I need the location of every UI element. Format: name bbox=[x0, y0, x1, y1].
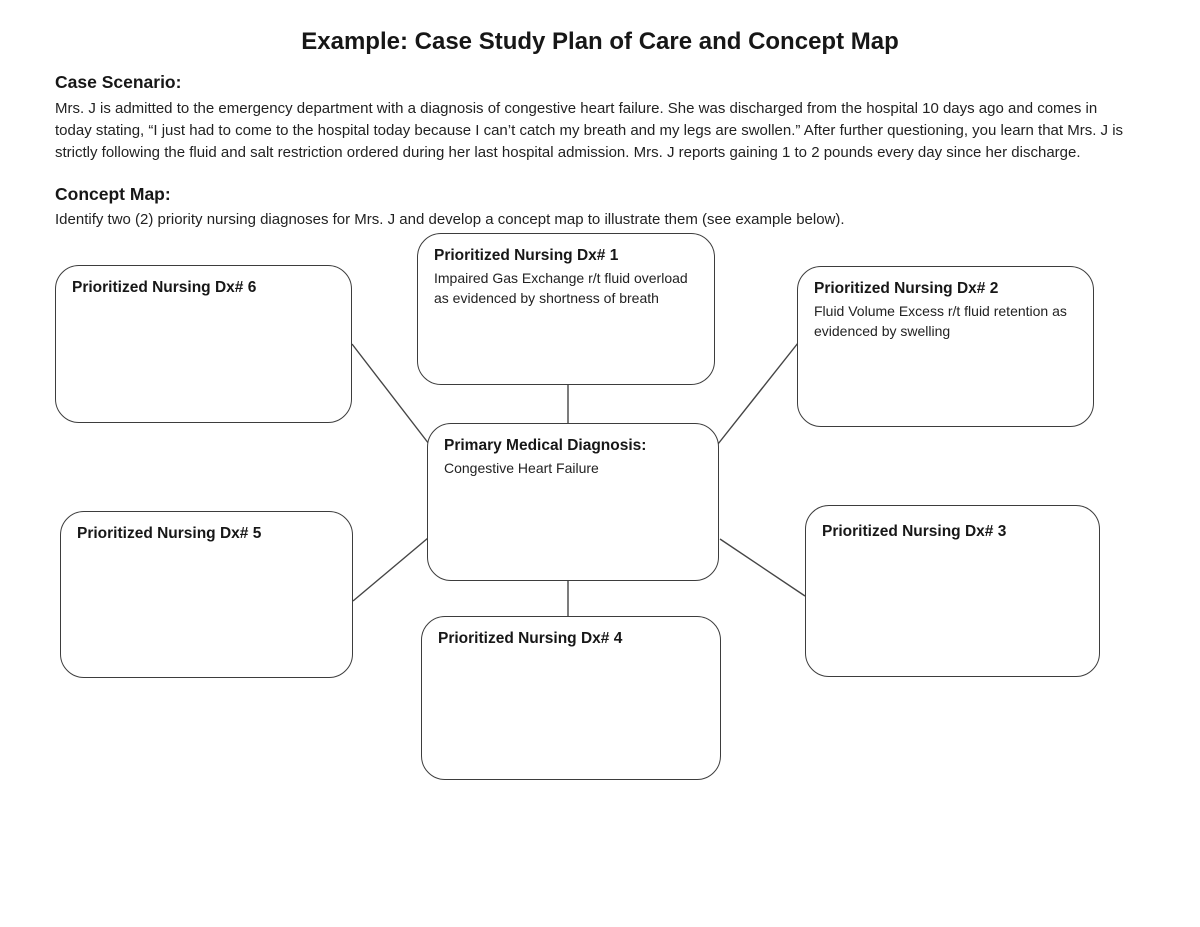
node-primary-diagnosis-body: Congestive Heart Failure bbox=[444, 460, 599, 476]
node-nursing-dx1-title: Prioritized Nursing Dx# 1 bbox=[434, 247, 619, 264]
connector-dx3-primary bbox=[719, 538, 806, 597]
concept-map-instruction: Identify two (2) priority nursing diagno… bbox=[55, 211, 845, 228]
node-primary-diagnosis-title: Primary Medical Diagnosis: bbox=[444, 437, 647, 454]
node-nursing-dx1-body: Impaired Gas Exchange r/t fluid overload… bbox=[434, 270, 688, 306]
concept-map-heading: Concept Map: bbox=[55, 184, 171, 204]
node-nursing-dx3: Prioritized Nursing Dx# 3 bbox=[805, 505, 1100, 677]
node-nursing-dx5-title: Prioritized Nursing Dx# 5 bbox=[77, 525, 262, 542]
node-nursing-dx4: Prioritized Nursing Dx# 4 bbox=[421, 616, 721, 780]
node-nursing-dx6-title: Prioritized Nursing Dx# 6 bbox=[72, 279, 257, 296]
node-nursing-dx2: Prioritized Nursing Dx# 2 Fluid Volume E… bbox=[797, 266, 1094, 427]
node-nursing-dx3-title: Prioritized Nursing Dx# 3 bbox=[822, 523, 1007, 540]
node-nursing-dx4-title: Prioritized Nursing Dx# 4 bbox=[438, 630, 623, 647]
connector-dx6-primary bbox=[351, 343, 430, 445]
node-primary-diagnosis: Primary Medical Diagnosis: Congestive He… bbox=[427, 423, 719, 581]
page-title: Example: Case Study Plan of Care and Con… bbox=[301, 28, 899, 55]
connector-dx2-primary bbox=[717, 342, 799, 445]
node-nursing-dx5: Prioritized Nursing Dx# 5 bbox=[60, 511, 353, 678]
node-nursing-dx6: Prioritized Nursing Dx# 6 bbox=[55, 265, 352, 423]
connector-dx5-primary bbox=[352, 537, 429, 602]
node-nursing-dx1: Prioritized Nursing Dx# 1 Impaired Gas E… bbox=[417, 233, 715, 385]
node-nursing-dx2-title: Prioritized Nursing Dx# 2 bbox=[814, 280, 999, 297]
case-scenario-heading: Case Scenario: bbox=[55, 72, 182, 92]
case-scenario-paragraph: Mrs. J is admitted to the emergency depa… bbox=[55, 100, 1124, 161]
node-nursing-dx2-body: Fluid Volume Excess r/t fluid retention … bbox=[814, 303, 1067, 339]
